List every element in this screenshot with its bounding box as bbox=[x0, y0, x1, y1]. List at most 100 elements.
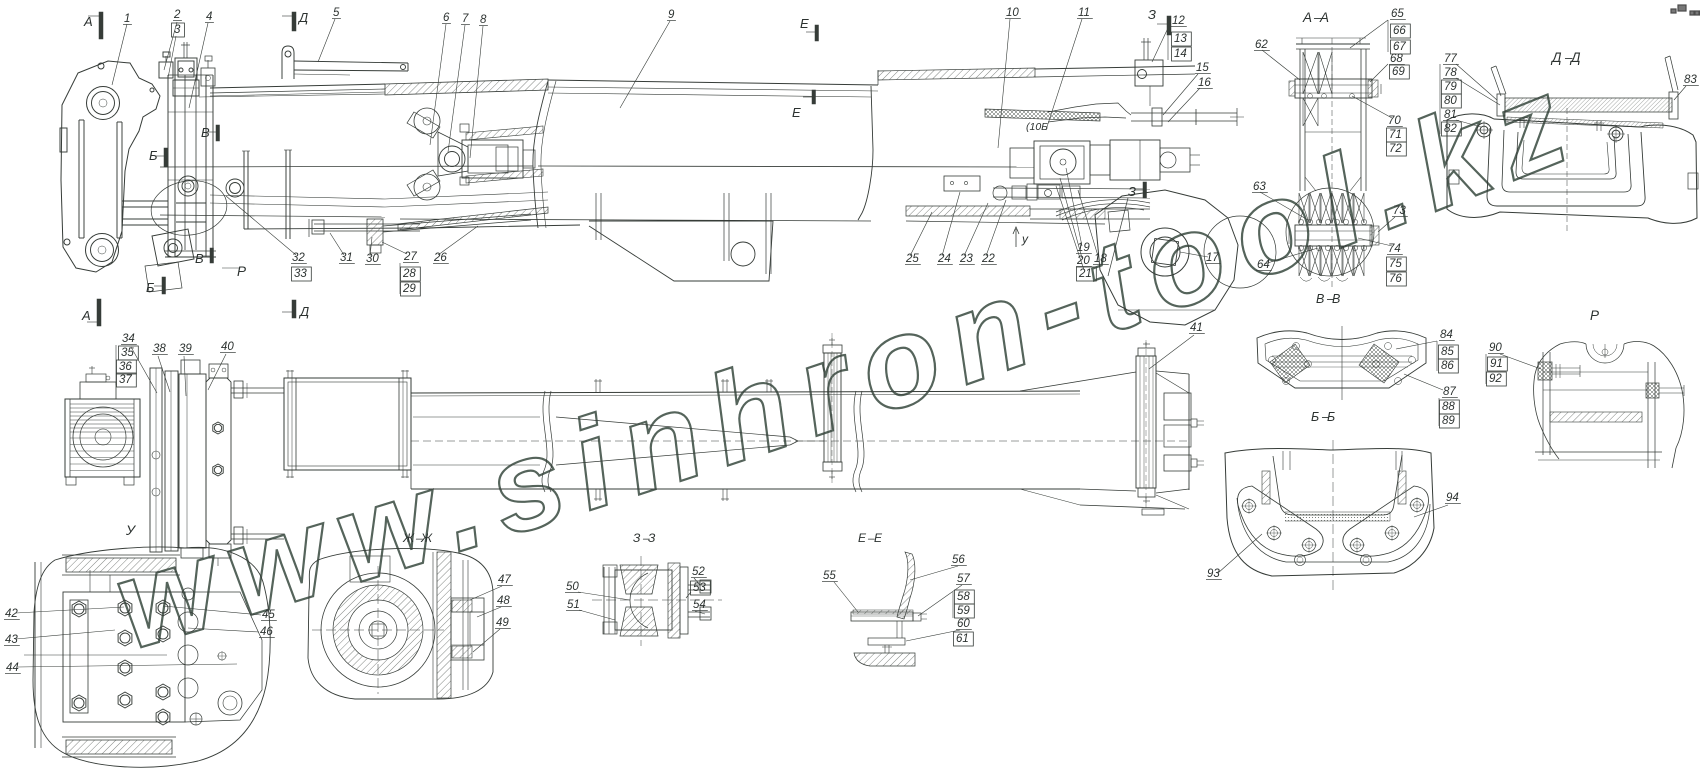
svg-text:у: у bbox=[1021, 232, 1029, 246]
svg-text:31: 31 bbox=[340, 252, 353, 264]
svg-text:Д: Д bbox=[298, 304, 309, 319]
svg-text:86: 86 bbox=[1441, 360, 1454, 372]
svg-text:23: 23 bbox=[959, 253, 973, 265]
svg-text:(10Б: (10Б bbox=[1026, 121, 1048, 133]
svg-text:28: 28 bbox=[402, 268, 416, 280]
svg-text:Б: Б bbox=[149, 148, 158, 163]
svg-text:36: 36 bbox=[119, 361, 132, 373]
svg-text:75: 75 bbox=[1389, 258, 1402, 270]
svg-text:14: 14 bbox=[1174, 48, 1187, 60]
svg-text:56: 56 bbox=[952, 554, 965, 566]
svg-text:82: 82 bbox=[1444, 123, 1457, 135]
svg-text:47: 47 bbox=[498, 574, 511, 586]
svg-text:69: 69 bbox=[1392, 66, 1405, 78]
svg-text:12: 12 bbox=[1172, 15, 1185, 27]
svg-text:Б: Б bbox=[1311, 410, 1319, 424]
svg-text:51: 51 bbox=[567, 599, 580, 611]
svg-text:61: 61 bbox=[956, 633, 969, 645]
svg-text:З: З bbox=[1148, 7, 1156, 22]
svg-text:49: 49 bbox=[496, 617, 509, 629]
svg-text:84: 84 bbox=[1440, 329, 1453, 341]
svg-text:7: 7 bbox=[462, 13, 469, 25]
svg-text:60: 60 bbox=[957, 618, 970, 630]
svg-text:–: – bbox=[1313, 10, 1322, 25]
svg-text:44: 44 bbox=[6, 662, 19, 674]
svg-text:Е: Е bbox=[800, 16, 809, 31]
svg-text:55: 55 bbox=[823, 570, 836, 582]
svg-text:9: 9 bbox=[668, 9, 675, 21]
svg-text:48: 48 bbox=[497, 595, 510, 607]
svg-text:87: 87 bbox=[1443, 386, 1456, 398]
svg-text:71: 71 bbox=[1389, 129, 1402, 141]
svg-text:39: 39 bbox=[179, 343, 192, 355]
svg-text:45: 45 bbox=[262, 609, 275, 621]
svg-text:У: У bbox=[125, 522, 137, 538]
svg-text:32: 32 bbox=[292, 252, 305, 264]
svg-text:83: 83 bbox=[1684, 74, 1697, 86]
svg-text:–: – bbox=[1326, 292, 1335, 306]
svg-text:Р: Р bbox=[237, 264, 246, 279]
svg-text:В: В bbox=[201, 125, 210, 140]
svg-text:5: 5 bbox=[333, 7, 340, 19]
svg-text:Д: Д bbox=[1569, 50, 1581, 65]
svg-text:62: 62 bbox=[1255, 39, 1268, 51]
svg-text:Д: Д bbox=[297, 10, 308, 25]
svg-text:18: 18 bbox=[1094, 253, 1107, 265]
svg-text:46: 46 bbox=[260, 626, 273, 638]
svg-text:74: 74 bbox=[1388, 243, 1401, 255]
svg-text:50: 50 bbox=[566, 581, 579, 593]
svg-text:24: 24 bbox=[937, 253, 951, 265]
svg-text:Е: Е bbox=[874, 531, 883, 545]
svg-text:–: – bbox=[1321, 410, 1330, 424]
svg-text:Д: Д bbox=[1550, 50, 1562, 65]
svg-text:З: З bbox=[1128, 184, 1136, 199]
svg-text:А: А bbox=[81, 308, 91, 323]
svg-text:64: 64 bbox=[1257, 259, 1270, 271]
svg-text:89: 89 bbox=[1442, 415, 1455, 427]
svg-text:Ж: Ж bbox=[420, 531, 433, 545]
svg-text:53: 53 bbox=[693, 582, 706, 594]
svg-text:–: – bbox=[1564, 50, 1573, 65]
svg-text:А: А bbox=[1302, 10, 1312, 25]
svg-text:17: 17 bbox=[1206, 252, 1219, 264]
svg-text:Ж: Ж bbox=[402, 531, 415, 545]
svg-text:54: 54 bbox=[693, 599, 706, 611]
svg-text:25: 25 bbox=[905, 253, 919, 265]
svg-text:11: 11 bbox=[1078, 7, 1090, 19]
svg-text:93: 93 bbox=[1207, 568, 1220, 580]
svg-text:43: 43 bbox=[5, 634, 18, 646]
svg-text:З: З bbox=[633, 531, 641, 545]
svg-text:38: 38 bbox=[153, 343, 166, 355]
svg-text:Р: Р bbox=[1590, 308, 1599, 323]
svg-text:52: 52 bbox=[692, 566, 705, 578]
svg-text:–: – bbox=[867, 531, 875, 545]
svg-text:63: 63 bbox=[1253, 181, 1266, 193]
svg-text:79: 79 bbox=[1444, 81, 1457, 93]
svg-text:26: 26 bbox=[433, 252, 447, 264]
svg-text:77: 77 bbox=[1444, 53, 1457, 65]
svg-text:57: 57 bbox=[957, 573, 970, 585]
svg-text:2: 2 bbox=[173, 9, 181, 21]
svg-text:10: 10 bbox=[1006, 7, 1019, 19]
svg-text:67: 67 bbox=[1393, 41, 1406, 53]
svg-text:20: 20 bbox=[1076, 255, 1090, 267]
svg-text:1: 1 bbox=[124, 13, 130, 25]
svg-text:15: 15 bbox=[1196, 62, 1209, 74]
svg-text:81: 81 bbox=[1444, 109, 1457, 121]
svg-text:В: В bbox=[1316, 292, 1324, 306]
svg-text:Е: Е bbox=[858, 531, 867, 545]
svg-text:70: 70 bbox=[1388, 115, 1401, 127]
svg-text:78: 78 bbox=[1444, 67, 1457, 79]
svg-text:35: 35 bbox=[121, 347, 134, 359]
svg-text:Е: Е bbox=[792, 105, 801, 120]
svg-text:80: 80 bbox=[1444, 95, 1457, 107]
svg-text:–: – bbox=[642, 531, 650, 545]
svg-text:41: 41 bbox=[1190, 322, 1203, 334]
svg-text:37: 37 bbox=[119, 374, 132, 386]
svg-text:59: 59 bbox=[957, 605, 970, 617]
svg-text:88: 88 bbox=[1442, 401, 1455, 413]
svg-text:13: 13 bbox=[1174, 33, 1187, 45]
svg-text:68: 68 bbox=[1390, 53, 1403, 65]
svg-text:22: 22 bbox=[981, 253, 995, 265]
svg-text:З: З bbox=[648, 531, 656, 545]
